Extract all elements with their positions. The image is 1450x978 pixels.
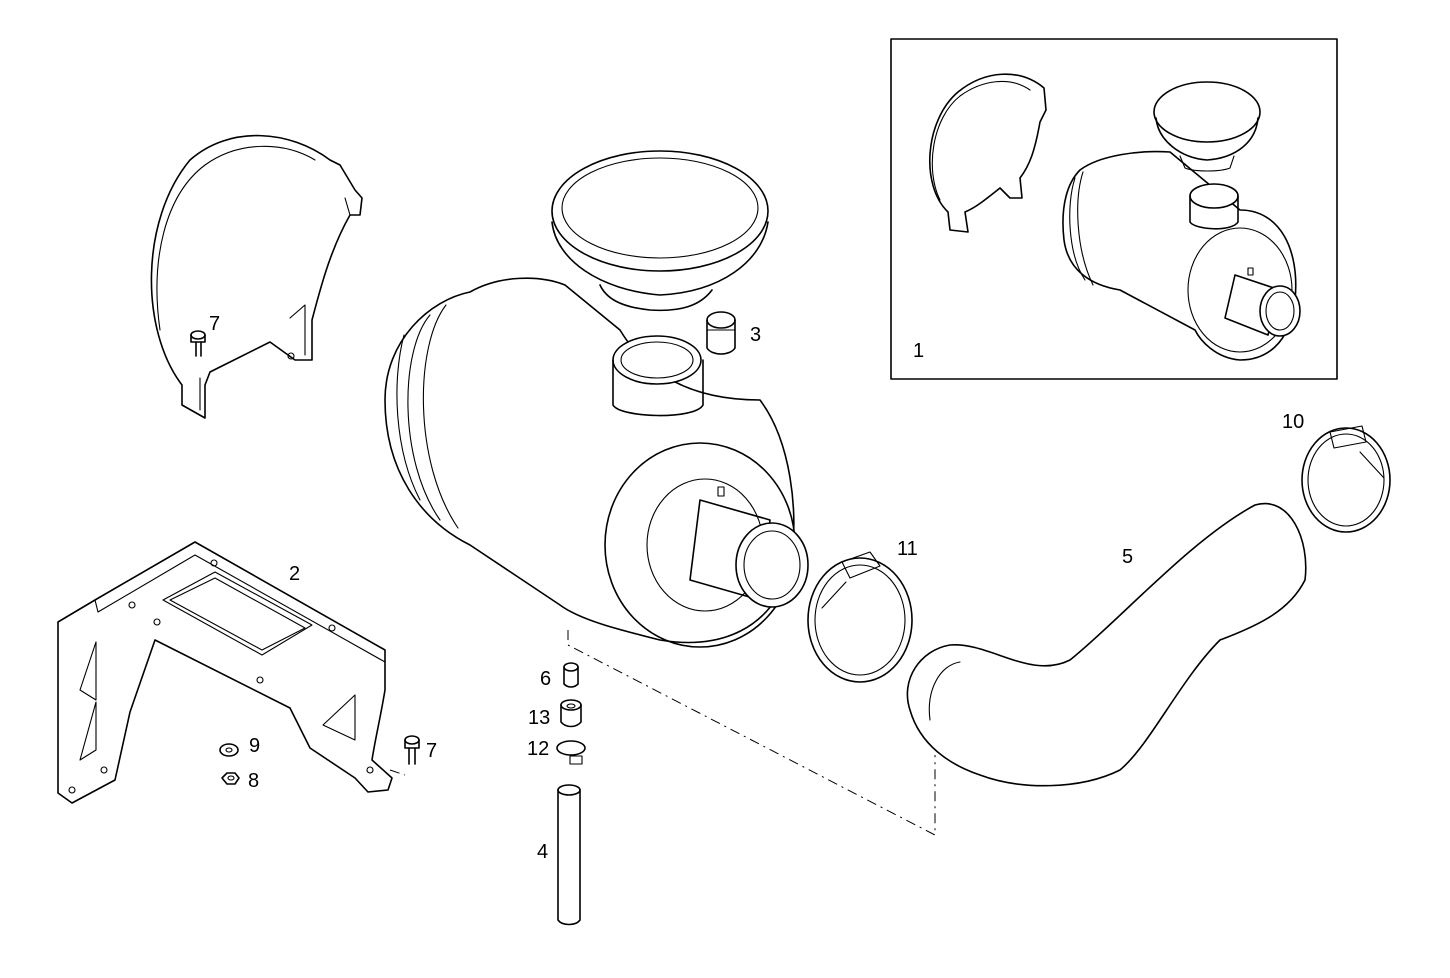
callout-11: 11 [897, 538, 918, 560]
mounting-band [150, 134, 363, 419]
callout-4: 4 [537, 841, 548, 863]
callout-3: 3 [750, 324, 761, 346]
bracket [57, 541, 393, 804]
outlet-clamp [807, 551, 913, 683]
hose [906, 502, 1307, 787]
callout-10: 10 [1282, 411, 1304, 433]
callout-8: 8 [248, 770, 259, 792]
callout-2: 2 [289, 563, 300, 585]
small-clamp [556, 740, 586, 765]
callout-12: 12 [527, 738, 549, 760]
small-screw [563, 662, 579, 688]
callout-7-bracket: 7 [426, 740, 437, 762]
adapter [560, 699, 582, 728]
bracket-bolt [389, 735, 420, 776]
callout-labels: 1 2 3 4 5 6 7 7 8 9 10 11 12 13 [209, 313, 1304, 863]
band-bolt [190, 330, 206, 357]
callout-5: 5 [1122, 546, 1133, 568]
assembly-line [567, 630, 936, 836]
callout-6: 6 [540, 668, 551, 690]
cap [706, 311, 736, 355]
filter-housing [384, 150, 809, 648]
assembly-inset [890, 38, 1338, 380]
nut [221, 772, 240, 785]
washer [219, 743, 239, 757]
hose-clamp [1301, 425, 1391, 533]
tube [557, 784, 581, 926]
callout-13: 13 [528, 707, 550, 729]
callout-7-band: 7 [209, 313, 220, 335]
callout-9: 9 [249, 735, 260, 757]
callout-1: 1 [913, 340, 924, 362]
